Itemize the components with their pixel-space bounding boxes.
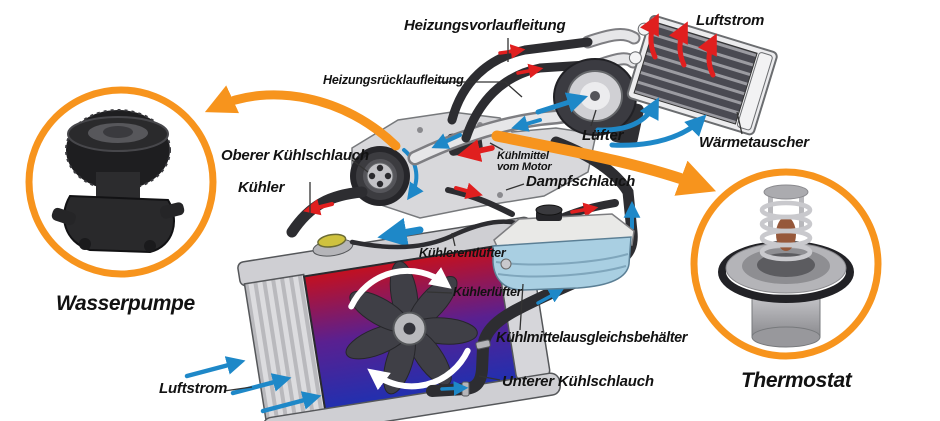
flow-arrow-red [570,202,599,218]
flow-arrow-blue [536,288,564,305]
label-oberer-kuehlschlauch: Oberer Kühlschlauch [221,147,369,164]
label-heizungsvorlaufleitung: Heizungsvorlaufleitung [404,17,566,34]
expansion-tank [492,204,635,291]
flow-arrow-red [516,63,544,79]
radiator-fan [345,260,478,395]
callout-arrow-to-thermostat [491,130,717,196]
coolant-flow-arrow [377,217,424,247]
label-waermetauscher: Wärmetauscher [699,134,809,151]
label-kuehlerluefter: Kühlerlüfter [453,285,522,299]
label-kuehlmittel-line2: vom Motor [497,161,552,173]
blower-intake-arrow [535,92,589,115]
flow-arrow-red [498,44,526,59]
wasserpumpe-inset [25,86,217,278]
label-kuehlmittelausgleichsbehaelter: Kühlmittelausgleichsbehälter [496,330,688,346]
hose-clamp [475,339,491,350]
label-kuehlerentluefter: Kühlerentlüfter [419,246,506,260]
upper-radiator-hose [286,186,368,238]
thermostat-inset [690,168,882,360]
airflow-arrows-top [640,13,717,78]
fan-rotation-arrow [348,267,452,310]
radiator-cap [312,233,354,257]
steam-hose [445,187,515,217]
label-luftstrom-bottom: Luftstrom [159,380,228,397]
label-thermostat: Thermostat [741,369,852,392]
flow-arrow-blue [440,381,469,396]
label-kuehler: Kühler [238,179,285,196]
flow-arrow-red [457,139,495,162]
label-wasserpumpe: Wasserpumpe [56,292,195,315]
label-kuehlmittel-vom-motor: Kühlmittel vom Motor [497,150,552,173]
callout-arrow-to-wasserpumpe [204,85,401,151]
flow-arrow-red [303,198,334,216]
vent-hose [349,219,527,250]
flow-arrow-red [454,182,483,200]
pipe-flow-arrow [431,133,462,149]
water-pump-photo [51,109,185,254]
label-heizungsruecklaufleitung: Heizungsrücklaufleitung [323,73,464,87]
fan-rotation-arrow [367,347,471,391]
label-kuehlmittel-line1: Kühlmittel [497,150,549,162]
leader-lines [223,38,743,392]
label-luefter: Lüfter [582,127,624,144]
radiator [237,216,561,421]
heat-exchanger [626,14,778,136]
pipe-flow-arrow [511,115,542,132]
label-unterer-kuehlschlauch: Unterer Kühlschlauch [502,373,654,390]
heater-blower [535,58,644,146]
label-luftstrom-top: Luftstrom [696,12,765,29]
label-dampfschlauch: Dampfschlauch [526,173,636,190]
airflow-arrows-bottom [184,356,322,414]
thermostat-photo [718,184,854,348]
coolant-flow-arrow [402,148,424,201]
airflow-arrows-exchanger [595,97,707,148]
